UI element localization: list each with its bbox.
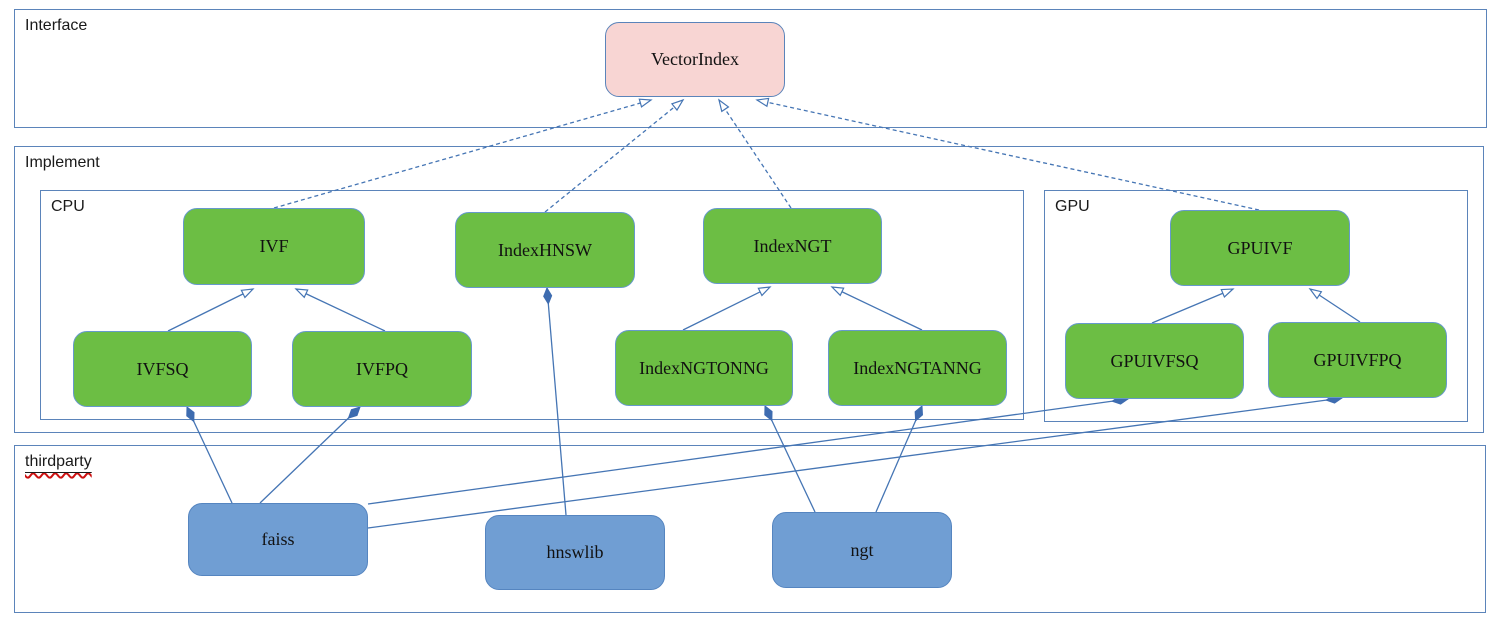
- node-hnswlib[interactable]: hnswlib: [485, 515, 665, 590]
- node-gpuivfpq-label: GPUIVFPQ: [1313, 349, 1402, 370]
- container-thirdparty-label: thirdparty: [25, 453, 92, 471]
- node-ivf-label: IVF: [259, 236, 289, 256]
- node-indexhnsw[interactable]: IndexHNSW: [455, 212, 635, 288]
- node-vectorindex-label: VectorIndex: [651, 49, 739, 69]
- container-thirdparty-label-text: thirdparty: [25, 453, 92, 470]
- node-indexngtanng-label: IndexNGTANNG: [853, 357, 982, 378]
- node-ngt-label: ngt: [850, 539, 874, 560]
- node-faiss-label: faiss: [261, 529, 295, 549]
- node-gpuivf[interactable]: GPUIVF: [1170, 210, 1350, 286]
- container-cpu-label: CPU: [51, 198, 85, 215]
- node-ivfsq-label: IVFSQ: [136, 358, 189, 379]
- node-ivfsq[interactable]: IVFSQ: [73, 331, 252, 407]
- node-vectorindex[interactable]: VectorIndex: [605, 22, 785, 97]
- node-ivfpq-label: IVFPQ: [355, 358, 408, 379]
- node-gpuivfsq-label: GPUIVFSQ: [1110, 350, 1199, 371]
- node-gpuivfpq[interactable]: GPUIVFPQ: [1268, 322, 1447, 398]
- node-indexhnsw-label: IndexHNSW: [498, 239, 592, 260]
- node-indexngtonng[interactable]: IndexNGTONNG: [615, 330, 793, 406]
- node-indexngtanng[interactable]: IndexNGTANNG: [828, 330, 1007, 406]
- node-faiss[interactable]: faiss: [188, 503, 368, 576]
- node-hnswlib-label: hnswlib: [546, 542, 604, 562]
- node-indexngtonng-label: IndexNGTONNG: [639, 357, 769, 378]
- node-ivfpq[interactable]: IVFPQ: [292, 331, 472, 407]
- container-gpu-label: GPU: [1055, 198, 1090, 215]
- node-indexngt[interactable]: IndexNGT: [703, 208, 882, 284]
- node-indexngt-label: IndexNGT: [753, 235, 832, 256]
- node-ngt[interactable]: ngt: [772, 512, 952, 588]
- node-ivf[interactable]: IVF: [183, 208, 365, 285]
- container-implement-label: Implement: [25, 154, 100, 171]
- node-gpuivfsq[interactable]: GPUIVFSQ: [1065, 323, 1244, 399]
- container-interface-label: Interface: [25, 17, 88, 34]
- node-gpuivf-label: GPUIVF: [1227, 237, 1293, 258]
